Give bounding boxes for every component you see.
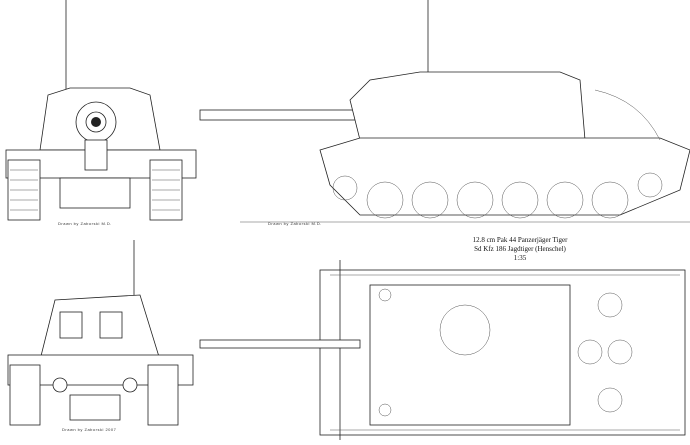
caption-scale: 1:35 bbox=[513, 254, 527, 262]
caption-title: 12.8 cm Pak 44 Panzerjäger Tiger bbox=[472, 236, 568, 244]
side-view bbox=[199, 0, 690, 223]
front-view bbox=[5, 0, 197, 221]
credit-side: Drawn by Zaborski M.D. bbox=[268, 221, 322, 226]
drawing-caption: 12.8 cm Pak 44 Panzerjäger Tiger Sd Kfz … bbox=[440, 236, 600, 263]
top-view bbox=[199, 260, 686, 440]
caption-subtitle: Sd Kfz 186 Jagdtiger (Henschel) bbox=[474, 245, 566, 253]
credit-front: Drawn by Zaborski M.D. bbox=[58, 221, 112, 226]
rear-view bbox=[7, 240, 194, 426]
credit-rear: Drawn by Zaborski 2007 bbox=[62, 427, 117, 432]
